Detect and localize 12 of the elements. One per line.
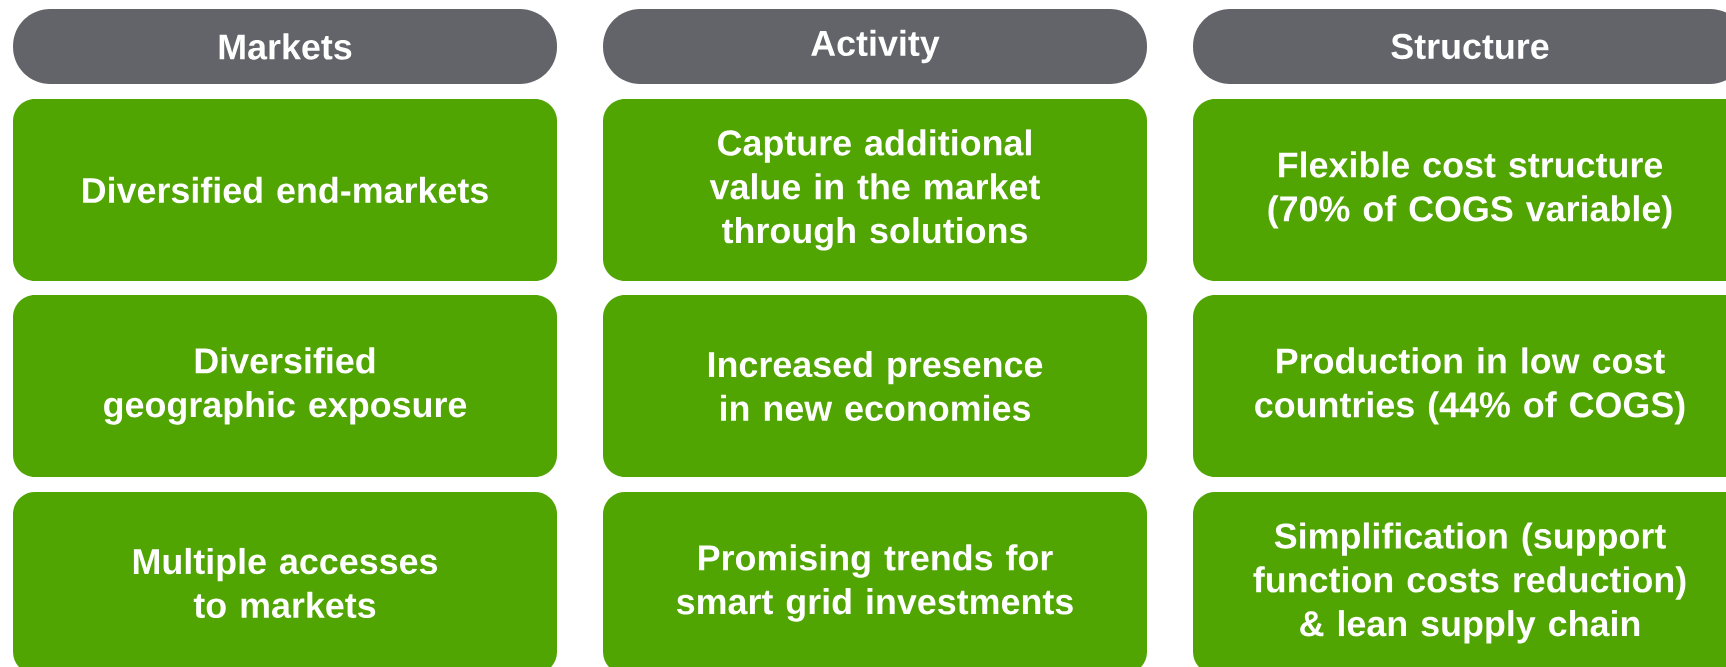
content-box: Simplification (support function costs reduction) & lean supply chain	[1193, 492, 1726, 667]
content-box: Promising trends for smart grid investments	[603, 492, 1147, 667]
header-pill: Activity	[603, 9, 1147, 84]
header-pill: Structure	[1193, 9, 1726, 84]
content-box: Capture additional value in the market through solutions	[603, 99, 1147, 281]
content-box: Multiple accesses to markets	[13, 492, 557, 667]
content-box: Increased presence in new economies	[603, 295, 1147, 477]
content-box: Flexible cost structure (70% of COGS variable)	[1193, 99, 1726, 281]
content-box: Diversified end-markets	[13, 99, 557, 281]
header-pill: Markets	[13, 9, 557, 84]
content-box: Diversified geographic exposure	[13, 295, 557, 477]
content-box: Production in low cost countries (44% of COGS)	[1193, 295, 1726, 477]
